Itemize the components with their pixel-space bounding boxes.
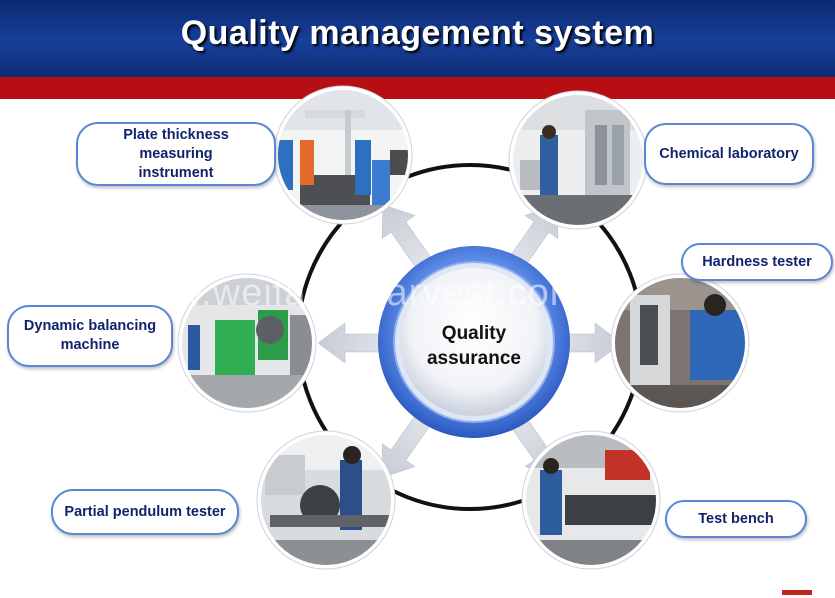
- label-hardness-tester-text: Hardness tester: [702, 253, 812, 270]
- label-test-bench-text: Test bench: [698, 510, 774, 527]
- photo-plate-thickness: [276, 88, 410, 222]
- watermark-text: www.weifang-harvest.com: [118, 272, 583, 314]
- center-label-line2: assurance: [427, 348, 521, 369]
- header-banner: Quality management system: [0, 0, 835, 77]
- center-label-line1: Quality: [442, 323, 507, 344]
- red-divider-bar: [0, 77, 835, 99]
- label-plate-thickness-line1: Plate thickness: [123, 126, 229, 143]
- label-chemical-laboratory: Chemical laboratory: [644, 123, 814, 185]
- center-quality-circle: [378, 246, 570, 438]
- label-plate-thickness: Plate thickness measuring instrument: [76, 122, 276, 186]
- label-test-bench: Test bench: [665, 500, 807, 538]
- label-dynamic-balancing: Dynamic balancing machine: [7, 305, 173, 367]
- photo-hardness-tester: [613, 276, 747, 410]
- label-partial-pendulum-text: Partial pendulum tester: [64, 503, 226, 520]
- label-chemical-laboratory-text: Chemical laboratory: [659, 145, 799, 162]
- label-plate-thickness-line2: measuring: [139, 145, 213, 162]
- photo-chemical-lab: [511, 93, 645, 227]
- label-hardness-tester: Hardness tester: [681, 243, 833, 281]
- label-plate-thickness-line3: instrument: [138, 164, 214, 181]
- label-dynamic-balancing-line2: machine: [60, 337, 120, 353]
- photo-dynamic-balancing: [180, 276, 314, 410]
- label-partial-pendulum: Partial pendulum tester: [51, 489, 239, 535]
- label-dynamic-balancing-line1: Dynamic balancing: [23, 318, 157, 334]
- corner-accent: [782, 590, 812, 595]
- page-title: Quality management system: [180, 14, 655, 52]
